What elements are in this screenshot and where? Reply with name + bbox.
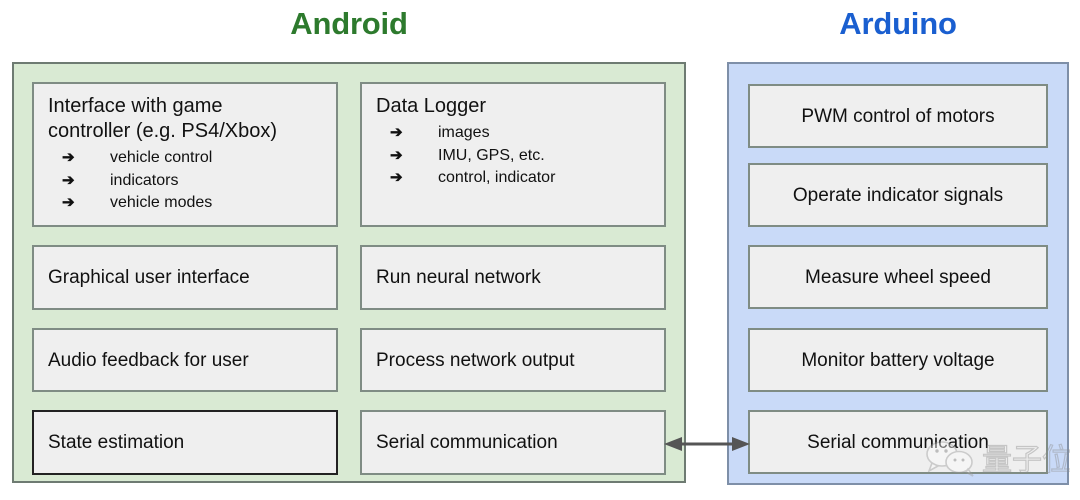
arrow-bullet-icon: ➔	[62, 194, 75, 211]
box-interface-with-game-controller[interactable]: Interface with game controller (e.g. PS4…	[32, 82, 338, 227]
arrow-bullet-icon: ➔	[390, 146, 403, 164]
box-label: Serial communication	[807, 431, 989, 453]
list-item-label: control, indicator	[438, 169, 556, 186]
box-serial-communication-android[interactable]: Serial communication	[360, 410, 666, 475]
arrow-bullet-icon: ➔	[390, 169, 403, 186]
box-label: PWM control of motors	[801, 105, 995, 127]
list-item-label: indicators	[110, 171, 179, 189]
list-item: ➔ indicators	[48, 170, 324, 193]
box-operate-indicator-signals[interactable]: Operate indicator signals	[748, 163, 1048, 227]
box-label: Monitor battery voltage	[801, 349, 995, 371]
box-label: Audio feedback for user	[48, 349, 249, 371]
box-label: Run neural network	[376, 267, 541, 288]
list-item-label: IMU, GPS, etc.	[438, 146, 545, 164]
list-item: ➔ vehicle modes	[48, 192, 324, 215]
arrow-bullet-icon: ➔	[62, 149, 75, 166]
box-label: Process network output	[376, 349, 575, 371]
list-item-label: vehicle modes	[110, 194, 213, 211]
column-title-android: Android	[290, 6, 408, 41]
box-pwm-control-of-motors[interactable]: PWM control of motors	[748, 84, 1048, 148]
bullet-list: ➔ vehicle control ➔ indicators ➔ vehicle…	[48, 147, 324, 215]
box-serial-communication-arduino[interactable]: Serial communication	[748, 410, 1048, 474]
box-process-network-output[interactable]: Process network output	[360, 328, 666, 392]
bullet-list: ➔ images ➔ IMU, GPS, etc. ➔ control, ind…	[376, 122, 652, 190]
column-title-arduino: Arduino	[839, 6, 957, 41]
box-label: Measure wheel speed	[805, 266, 991, 288]
box-heading: Interface with game controller (e.g. PS4…	[48, 95, 277, 142]
box-run-neural-network[interactable]: Run neural network	[360, 245, 666, 310]
list-item: ➔ control, indicator	[376, 167, 652, 190]
box-audio-feedback-for-user[interactable]: Audio feedback for user	[32, 328, 338, 392]
arrow-bullet-icon: ➔	[62, 171, 75, 189]
box-label: Operate indicator signals	[792, 184, 1004, 206]
box-label: State estimation	[48, 432, 185, 453]
box-label: Graphical user interface	[48, 267, 250, 288]
list-item: ➔ IMU, GPS, etc.	[376, 145, 652, 168]
box-monitor-battery-voltage[interactable]: Monitor battery voltage	[748, 328, 1048, 392]
box-graphical-user-interface[interactable]: Graphical user interface	[32, 245, 338, 310]
list-item-label: vehicle control	[110, 149, 213, 166]
arrow-bullet-icon: ➔	[390, 124, 403, 141]
list-item-label: images	[438, 124, 490, 141]
box-data-logger[interactable]: Data Logger ➔ images ➔ IMU, GPS, etc. ➔ …	[360, 82, 666, 227]
serial-link-arrow-icon	[664, 437, 750, 451]
box-state-estimation[interactable]: State estimation	[32, 410, 338, 475]
list-item: ➔ images	[376, 122, 652, 145]
box-heading: Data Logger	[376, 95, 487, 117]
box-label: Serial communication	[376, 432, 558, 453]
list-item: ➔ vehicle control	[48, 147, 324, 170]
box-measure-wheel-speed[interactable]: Measure wheel speed	[748, 245, 1048, 309]
